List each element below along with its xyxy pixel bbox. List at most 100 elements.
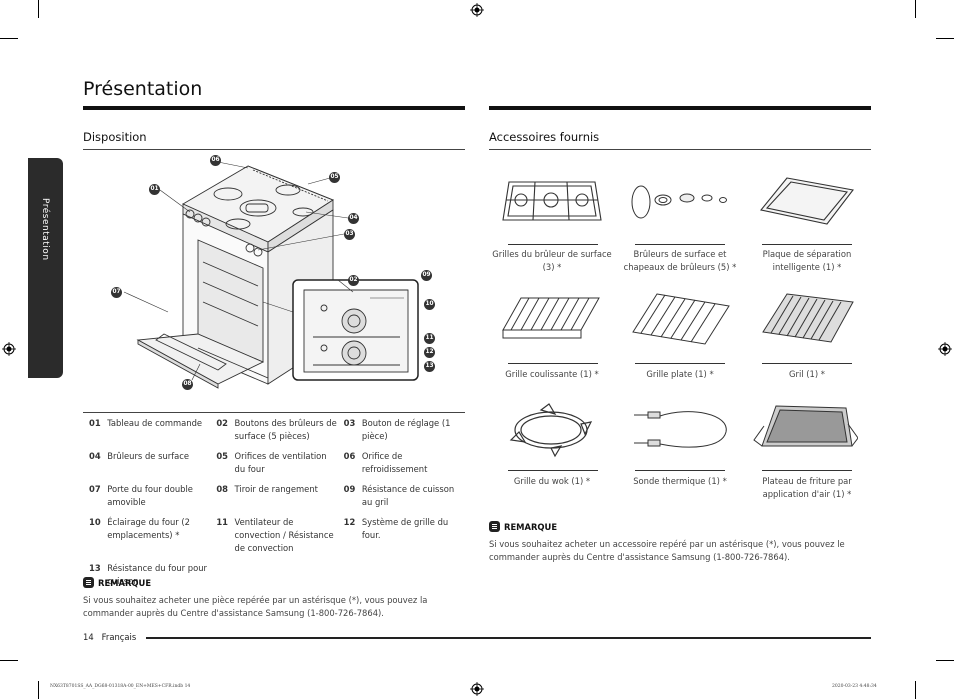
table-row: 01 Tableau de commande 02 Boutons des br… <box>83 414 465 447</box>
note-heading: REMARQUE <box>489 521 557 532</box>
title-rule-right <box>489 106 871 110</box>
accessory-rule <box>508 470 598 471</box>
part-number: 09 <box>343 484 356 494</box>
wok-grate-icon <box>509 403 593 458</box>
chapter-side-tab-label: Présentation <box>40 198 50 261</box>
table-row: 07 Porte du four double amovible 08 Tiro… <box>83 480 465 513</box>
part-label: Tableau de commande <box>107 418 203 428</box>
disposition-rule <box>83 149 465 150</box>
part-number: 12 <box>343 517 356 527</box>
part-number: 06 <box>343 451 356 461</box>
callout-06: 06 <box>210 155 221 166</box>
part-number: 11 <box>216 517 228 527</box>
note-heading: REMARQUE <box>83 577 151 588</box>
crop-mark <box>38 681 39 699</box>
temp-probe-icon <box>634 411 727 448</box>
crop-mark <box>0 38 18 39</box>
part-label: Bouton de réglage (1 pièce) <box>361 418 451 441</box>
callout-11: 11 <box>424 333 435 344</box>
file-info: NX63T8701SS_AA_DG68-01318A-00_EN+MES+CFR… <box>50 684 191 689</box>
part-number: 01 <box>89 418 101 428</box>
page-number: 14 <box>83 632 94 642</box>
crop-mark <box>915 0 916 18</box>
part-label: Orifices de ventilation du four <box>234 451 327 474</box>
accessory-rule <box>508 363 598 364</box>
accessory-label-grill: Gril (1) * <box>789 369 825 379</box>
title-rule-left <box>83 106 465 110</box>
note-text: Si vous souhaitez acheter un accessoire … <box>489 539 845 562</box>
grill-pan-icon <box>762 293 854 343</box>
part-label <box>362 559 465 592</box>
range-illustration <box>123 161 419 389</box>
accessory-rule <box>508 244 598 245</box>
accessories-rule <box>489 149 871 150</box>
part-number <box>210 559 234 592</box>
page-title: Présentation <box>83 78 203 100</box>
footer-language: Français <box>101 632 137 642</box>
part-number: 13 <box>89 563 101 573</box>
part-label: Éclairage du four (2 emplacements) * <box>107 517 190 540</box>
chapter-side-tab[interactable]: Présentation <box>28 158 63 378</box>
crop-mark <box>936 660 954 661</box>
part-label: Porte du four double amovible <box>107 484 193 507</box>
flat-rack-icon <box>632 293 730 345</box>
page-footer: 14 Français <box>83 632 136 642</box>
registration-mark-icon <box>470 682 484 696</box>
part-label: Orifice de refroidissement <box>361 451 428 474</box>
accessory-label-burner-grates: Grilles du brûleur de surface (3) * <box>492 249 612 272</box>
registration-mark-icon <box>2 342 16 356</box>
part-label: Brûleurs de surface <box>107 451 190 461</box>
accessory-label-gliding-rack: Grille coulissante (1) * <box>505 369 599 379</box>
part-number: 08 <box>216 484 228 494</box>
accessory-label-burner-caps: Brûleurs de surface et chapeaux de brûle… <box>623 249 737 272</box>
part-label: Résistance du four pour cuisson <box>107 563 207 586</box>
table-row: 10 Éclairage du four (2 emplacements) * … <box>83 513 465 559</box>
part-number: 07 <box>89 484 101 494</box>
callout-04: 04 <box>348 213 359 224</box>
print-timestamp: 2020-03-23 4:48:34 <box>832 684 877 689</box>
callout-12: 12 <box>424 347 435 358</box>
callout-03: 03 <box>344 229 355 240</box>
accessory-rule <box>762 470 852 471</box>
divider-plate-icon <box>760 177 854 225</box>
part-number <box>338 559 362 592</box>
note-icon <box>83 577 94 588</box>
accessory-rule <box>635 244 725 245</box>
accessory-rule <box>635 363 725 364</box>
accessory-rule <box>762 363 852 364</box>
callout-09: 09 <box>421 270 432 281</box>
crop-mark <box>38 0 39 18</box>
part-number: 03 <box>343 418 356 428</box>
table-row: 13 Résistance du four pour cuisson <box>83 559 465 592</box>
note-icon <box>489 521 500 532</box>
registration-mark-icon <box>938 342 952 356</box>
crop-mark <box>936 38 954 39</box>
parts-table: 01 Tableau de commande 02 Boutons des br… <box>83 414 465 592</box>
part-label: Résistance de cuisson au gril <box>361 484 455 507</box>
burner-caps-icon <box>631 185 727 219</box>
disposition-heading: Disposition <box>83 130 147 144</box>
part-number: 10 <box>89 517 101 527</box>
registration-mark-icon <box>470 3 484 17</box>
accessory-rule <box>762 244 852 245</box>
gliding-rack-icon <box>502 297 600 339</box>
part-label: Système de grille du four. <box>361 517 449 540</box>
accessory-label-divider-plate: Plaque de séparation intelligente (1) * <box>762 249 852 272</box>
callout-08: 08 <box>182 379 193 390</box>
accessory-rule <box>635 470 725 471</box>
callout-10: 10 <box>424 299 435 310</box>
accessory-label-temp-probe: Sonde thermique (1) * <box>633 476 727 486</box>
burner-grate-icon <box>502 181 602 221</box>
accessories-heading: Accessoires fournis <box>489 130 600 144</box>
part-label <box>235 559 338 592</box>
part-number: 04 <box>89 451 101 461</box>
note-title: REMARQUE <box>98 577 152 588</box>
footer-rule <box>146 637 871 639</box>
callout-13: 13 <box>424 361 435 372</box>
part-label: Tiroir de rangement <box>234 484 318 494</box>
air-fry-tray-icon <box>753 405 858 447</box>
accessory-label-air-fry-tray: Plateau de friture par application d'air… <box>762 476 852 499</box>
note-text: Si vous souhaitez acheter une pièce repé… <box>83 595 428 618</box>
table-row: 04 Brûleurs de surface 05 Orifices de ve… <box>83 447 465 480</box>
accessory-label-wok-grate: Grille du wok (1) * <box>513 476 591 486</box>
